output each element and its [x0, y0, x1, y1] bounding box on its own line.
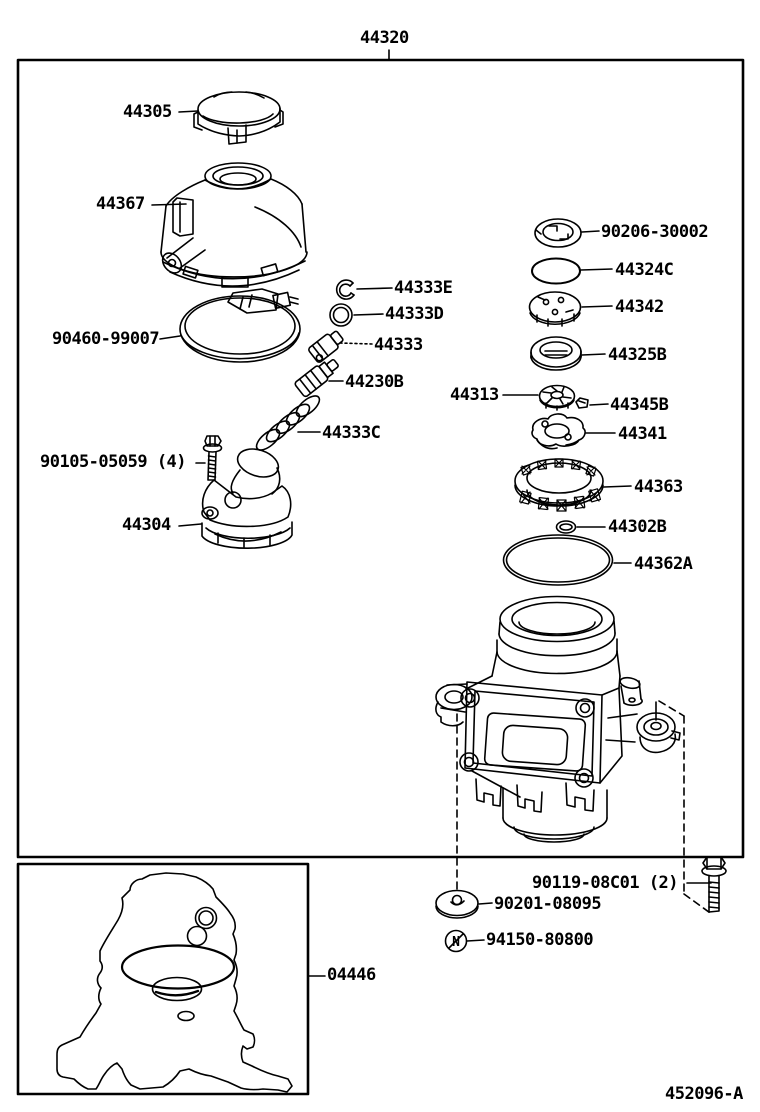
plate-44342-drawing — [528, 291, 582, 327]
pump-housing-drawing — [435, 595, 681, 843]
label-44320: 44320 — [360, 28, 409, 48]
nut-letter: N — [452, 935, 460, 950]
label-44367: 44367 — [96, 194, 145, 214]
leader-lines — [151, 49, 712, 977]
rotor-44313-drawing — [538, 384, 576, 411]
dashed-guides — [456, 700, 714, 916]
snap-ring-90206-drawing — [534, 218, 582, 248]
label-44325b: 44325B — [608, 345, 667, 365]
label-44362a: 44362A — [634, 554, 693, 574]
key-44345b-drawing — [575, 397, 589, 409]
label-90460-99007: 90460-99007 — [52, 329, 160, 349]
oring-44333d-drawing — [329, 303, 353, 327]
label-90206-30002: 90206-30002 — [601, 222, 709, 242]
nut-94150-drawing: N — [444, 929, 468, 953]
label-94150-80800: 94150-80800 — [486, 930, 594, 950]
label-44333c: 44333C — [322, 423, 381, 443]
oring-44324c-drawing — [531, 257, 581, 285]
label-44333: 44333 — [374, 335, 423, 355]
bolt-90105-drawing — [202, 435, 223, 481]
label-44304: 44304 — [122, 515, 171, 535]
valve-44333-drawing — [308, 330, 344, 363]
label-90105-05059: 90105-05059 (4) — [40, 452, 187, 472]
spring-44333c-drawing — [255, 395, 321, 451]
reservoir-cap-drawing — [193, 91, 284, 145]
label-44313: 44313 — [450, 385, 499, 405]
union-cover-44304-drawing — [201, 448, 293, 550]
inset-border — [16, 862, 310, 1096]
label-44333d: 44333D — [385, 304, 444, 324]
label-90119-08c01: 90119-08C01 (2) — [532, 873, 679, 893]
label-44302b: 44302B — [608, 517, 667, 537]
main-border — [16, 58, 745, 859]
plate-44341-drawing — [531, 413, 586, 450]
hose-clamp-drawing — [179, 288, 301, 363]
bearing-44363-drawing — [514, 458, 604, 512]
label-44345b: 44345B — [610, 395, 669, 415]
gasket-kit-outline-drawing — [56, 872, 293, 1093]
label-44324c: 44324C — [615, 260, 674, 280]
washer-90201-drawing — [435, 889, 479, 919]
bolt-90119-drawing — [701, 856, 727, 913]
reservoir-drawing — [160, 162, 308, 288]
label-44333e: 44333E — [394, 278, 453, 298]
label-90201-08095: 90201-08095 — [494, 894, 602, 914]
label-44363: 44363 — [634, 477, 683, 497]
oring-44362a-drawing — [502, 534, 614, 586]
label-44230b: 44230B — [345, 372, 404, 392]
snap-ring-44333e-drawing — [335, 279, 355, 300]
valve-44230b-drawing — [294, 359, 339, 398]
label-44342: 44342 — [615, 297, 664, 317]
label-04446: 04446 — [327, 965, 376, 985]
figure-code: 452096-A — [665, 1084, 743, 1104]
label-44341: 44341 — [618, 424, 667, 444]
oring-44302b-drawing — [555, 520, 577, 534]
seal-44325b-drawing — [530, 336, 582, 371]
label-44305: 44305 — [123, 102, 172, 122]
